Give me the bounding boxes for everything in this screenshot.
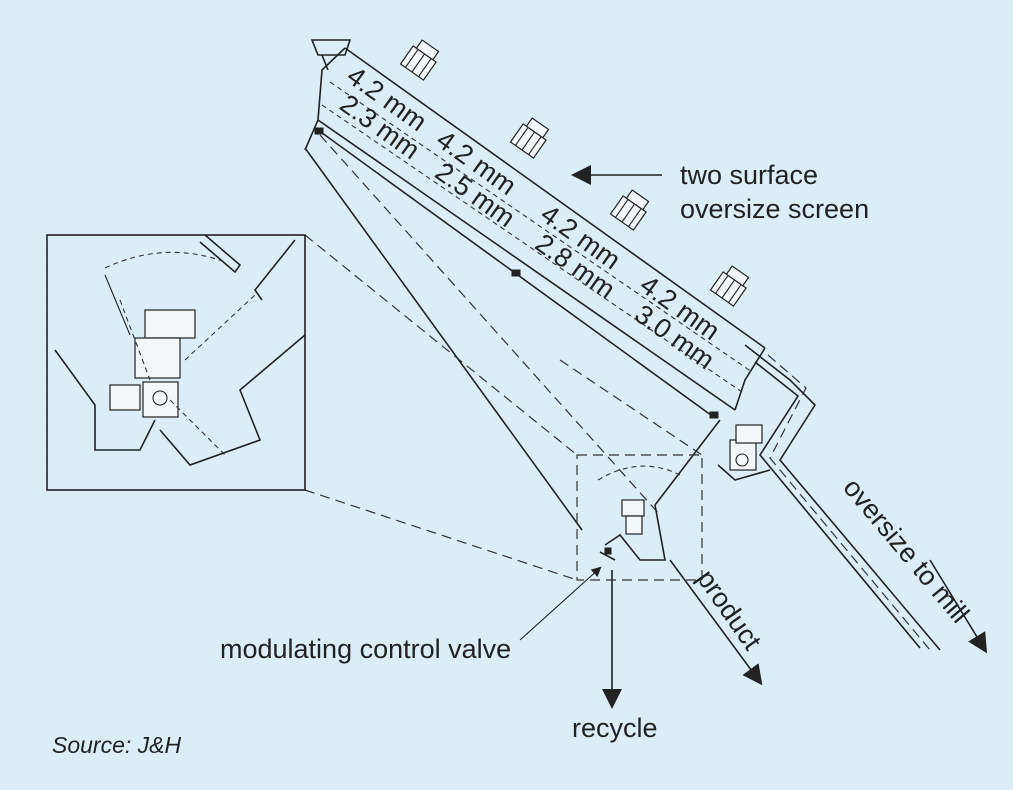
valve-callout-arrow (519, 566, 602, 641)
product-arrow (669, 559, 763, 686)
screen-left-end (304, 47, 346, 151)
inlet-leg (321, 54, 329, 71)
vibrator-motor (709, 265, 750, 307)
product-label: product (691, 564, 768, 655)
screen-bottom-edge (317, 119, 736, 411)
projection-line (304, 234, 578, 456)
oversize-screen (304, 39, 766, 419)
oversize-to-mill-label: oversize to mill (837, 473, 975, 629)
bracket (314, 127, 324, 135)
source-caption: Source: J&H (52, 732, 181, 758)
vibrator-motors (399, 39, 750, 307)
vibrator-motor (509, 117, 550, 159)
top-deck-labels: 4.2 mm 4.2 mm 4.2 mm 4.2 mm (342, 60, 726, 346)
bracket (511, 269, 521, 277)
screen-label-line2: oversize screen (680, 194, 869, 224)
screen-label-line1: two surface (680, 160, 818, 190)
valve-detail-box (576, 454, 703, 581)
recycle-label: recycle (572, 713, 658, 743)
discharge-valve (717, 424, 771, 481)
oversize-arrow (929, 559, 988, 654)
valve-label: modulating control valve (220, 634, 511, 664)
lower-deck-line (321, 104, 743, 393)
feed-inlet (310, 39, 352, 56)
projection-line (559, 359, 703, 456)
vibrator-motor (609, 189, 650, 231)
vibrator-motor (399, 39, 440, 81)
valve-inset-frame (46, 234, 306, 491)
screen-right-end (734, 347, 766, 411)
projection-line (304, 489, 578, 581)
screen-top-edge (344, 47, 766, 349)
valve-inset (54, 234, 306, 466)
product-valve (597, 465, 681, 561)
chute-lines (304, 134, 721, 531)
upper-deck-line (329, 81, 753, 373)
bracket (709, 411, 719, 419)
oversize-chute (744, 344, 988, 654)
